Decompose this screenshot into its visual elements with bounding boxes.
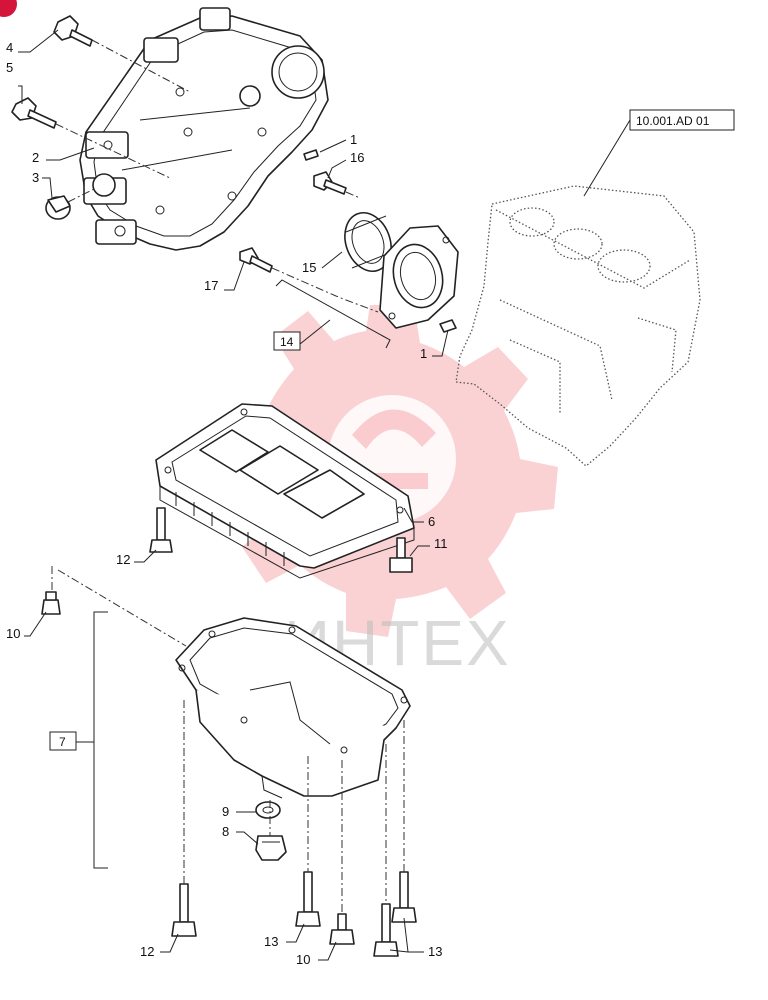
- callout-13-left: 13: [264, 934, 278, 949]
- boxed-ref-7: 7: [49, 731, 77, 751]
- callout-1-lower: 1: [420, 346, 427, 361]
- oil-pan-7: [175, 617, 411, 799]
- callout-2: 2: [32, 150, 39, 165]
- callout-11: 11: [434, 536, 448, 551]
- bolt-11: [389, 537, 413, 573]
- svg-text:7: 7: [59, 735, 66, 749]
- bracket-14: [275, 279, 391, 349]
- callout-4: 4: [6, 40, 13, 55]
- callout-3: 3: [32, 170, 39, 185]
- leader-engine-ref: [583, 119, 631, 197]
- seal-retainer: [379, 225, 459, 329]
- callout-6: 6: [428, 514, 435, 529]
- bolt-16: [313, 171, 347, 195]
- callout-17: 17: [204, 278, 218, 293]
- callout-leaders: [18, 29, 449, 961]
- bolt-5: [11, 97, 57, 129]
- callout-13-right: 13: [428, 944, 442, 959]
- callout-10-lower: 10: [296, 952, 310, 967]
- bolt-13-middle: [373, 903, 399, 957]
- dowel-pin-1-lower: [439, 319, 457, 333]
- bracket-7: [93, 611, 108, 869]
- callout-12-lower: 12: [140, 944, 154, 959]
- bolt-13-right: [391, 871, 417, 923]
- boxed-ref-14: 14: [273, 331, 301, 351]
- oil-pan-adapter-plate-6: [155, 403, 415, 579]
- bolt-17: [239, 247, 273, 273]
- bolt-12-upper: [149, 507, 173, 553]
- svg-text:14: 14: [280, 335, 294, 349]
- dowel-pin-1-upper: [303, 149, 319, 161]
- bolt-10-upper: [41, 591, 61, 615]
- boxed-ref-engine-block: 10.001.AD 01: [629, 109, 735, 131]
- callout-1-upper: 1: [350, 132, 357, 147]
- callout-5: 5: [6, 60, 13, 75]
- sealing-washer-9: [255, 801, 281, 819]
- callout-9: 9: [222, 804, 229, 819]
- flywheel-housing: [79, 7, 329, 251]
- alignment-lines: [51, 39, 405, 914]
- oil-seal-15: [344, 212, 393, 272]
- leader-14: [299, 319, 331, 345]
- callout-16: 16: [350, 150, 364, 165]
- svg-text:10.001.AD 01: 10.001.AD 01: [636, 114, 710, 128]
- callout-12-upper: 12: [116, 552, 130, 567]
- corner-badge: [0, 0, 17, 17]
- plug-3: [45, 195, 71, 220]
- bolt-13-left: [295, 871, 321, 927]
- engine-block-reference: [455, 185, 701, 467]
- bolt-12-lower: [171, 883, 197, 937]
- callout-10-upper: 10: [6, 626, 20, 641]
- bolt-10-lower: [329, 913, 355, 945]
- callout-15: 15: [302, 260, 316, 275]
- bolt-4: [53, 15, 93, 47]
- drain-plug-8: [255, 835, 287, 861]
- callout-8: 8: [222, 824, 229, 839]
